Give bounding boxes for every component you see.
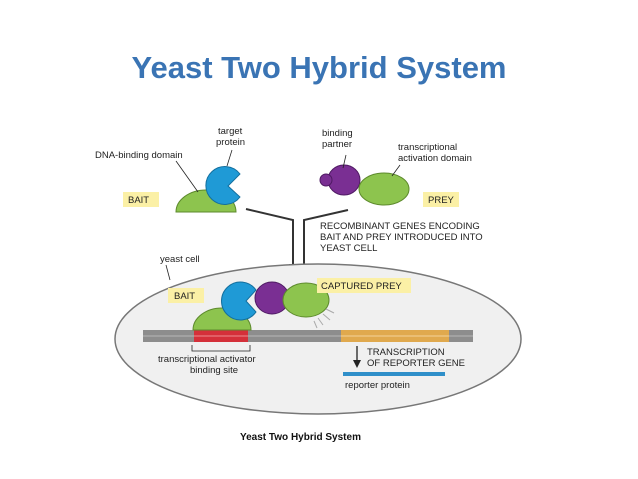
activation-domain-pointer [391, 164, 401, 177]
activation-domain-shape [358, 172, 410, 206]
bait-tag-bg [123, 192, 159, 207]
dna-strand [143, 330, 473, 342]
binding-partner-shape [327, 164, 361, 196]
prey-tag-bg [423, 192, 459, 207]
bait-construct [175, 166, 241, 213]
figure-caption: Yeast Two Hybrid System [240, 432, 361, 443]
binding-partner-pointer [342, 154, 347, 169]
captured-prey-tag-bg [317, 278, 411, 293]
page-title: Yeast Two Hybrid System [131, 50, 507, 85]
captured-complex [192, 281, 335, 331]
inner-bait-tag-bg [168, 288, 204, 303]
yeast-cell-pointer [165, 264, 171, 281]
reporter-protein-bar [343, 372, 445, 376]
target-protein-label-1: target [218, 126, 243, 137]
recombinant-genes-label-1: RECOMBINANT GENES ENCODING [320, 221, 480, 232]
transcription-label-2: OF REPORTER GENE [367, 358, 465, 369]
prey-tag: PREY [428, 195, 455, 206]
dna-binding-domain-label: DNA-binding domain [95, 150, 183, 161]
recombinant-genes-label-3: YEAST CELL [320, 243, 377, 254]
target-protein-pointer [226, 149, 233, 167]
binding-partner-label-2: partner [322, 139, 352, 150]
reporter-protein-label: reporter protein [345, 380, 410, 391]
inner-bait-tag: BAIT [174, 291, 195, 302]
activation-signal-icon [313, 308, 335, 329]
captured-prey-tag: CAPTURED PREY [321, 281, 402, 292]
dna-binding-domain-pointer [175, 160, 199, 193]
yeast-cell-label: yeast cell [160, 254, 200, 265]
prey-construct [319, 164, 410, 206]
binding-partner-label-1: binding [322, 128, 353, 139]
target-protein-shape [205, 166, 241, 205]
target-protein-label-2: protein [216, 137, 245, 148]
transcriptional-activation-label-2: activation domain [398, 153, 472, 164]
binding-partner-knob [319, 173, 333, 187]
recombinant-genes-label-2: BAIT AND PREY INTRODUCED INTO [320, 232, 483, 243]
transcriptional-activation-label-1: transcriptional [398, 142, 457, 153]
transcription-label-1: TRANSCRIPTION [367, 347, 445, 358]
binding-site-bracket [191, 345, 251, 352]
transcription-arrowhead [353, 360, 361, 368]
activator-site-label-1: transcriptional activator [158, 354, 256, 365]
bait-tag: BAIT [128, 195, 149, 206]
activator-site-label-2: binding site [190, 365, 238, 376]
inner-target-protein [221, 281, 257, 321]
